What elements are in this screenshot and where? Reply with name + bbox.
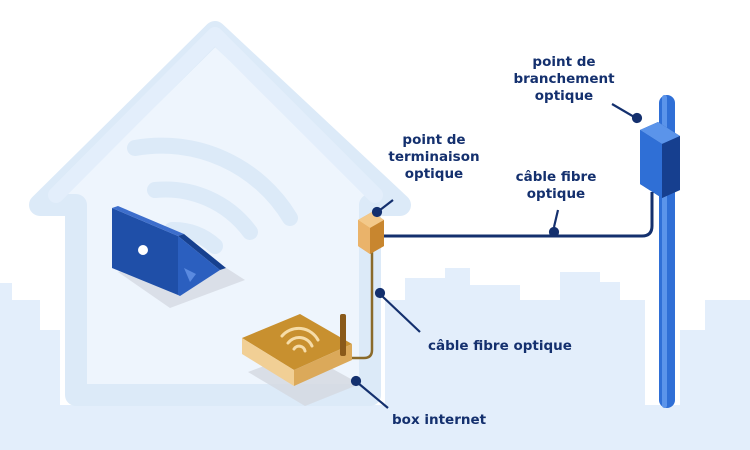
terminaison-point-icon [358,212,384,254]
label-terminaison-line2: terminaison [388,149,480,165]
callout-leaders [350,103,643,409]
label-branchement-line3: optique [534,88,594,104]
label-box-internet: box internet [392,412,486,429]
label-branchement-line1: point de [532,54,596,70]
label-branchement-line2: branchement [513,71,615,87]
branchement-box-icon [640,122,680,198]
label-terminaison-line3: optique [404,166,464,182]
label-terminaison: point de terminaison optique [382,132,486,183]
wifi-waves-icon [127,137,298,254]
fiber-cable-indoor [350,244,374,360]
label-cable-side: câble fibre optique [428,338,572,355]
label-cable-top: câble fibre optique [506,169,606,203]
router-icon [242,314,360,406]
laptop-icon [112,206,245,308]
label-terminaison-line1: point de [402,132,466,148]
label-cable-top-line1: câble fibre [515,169,597,185]
label-cable-side-text: câble fibre optique [428,338,572,354]
city-skyline [0,268,750,450]
label-box-internet-text: box internet [392,412,487,428]
label-branchement: point de branchement optique [508,54,620,105]
label-cable-top-line2: optique [526,186,586,202]
fiber-cable-outdoor [382,192,654,238]
